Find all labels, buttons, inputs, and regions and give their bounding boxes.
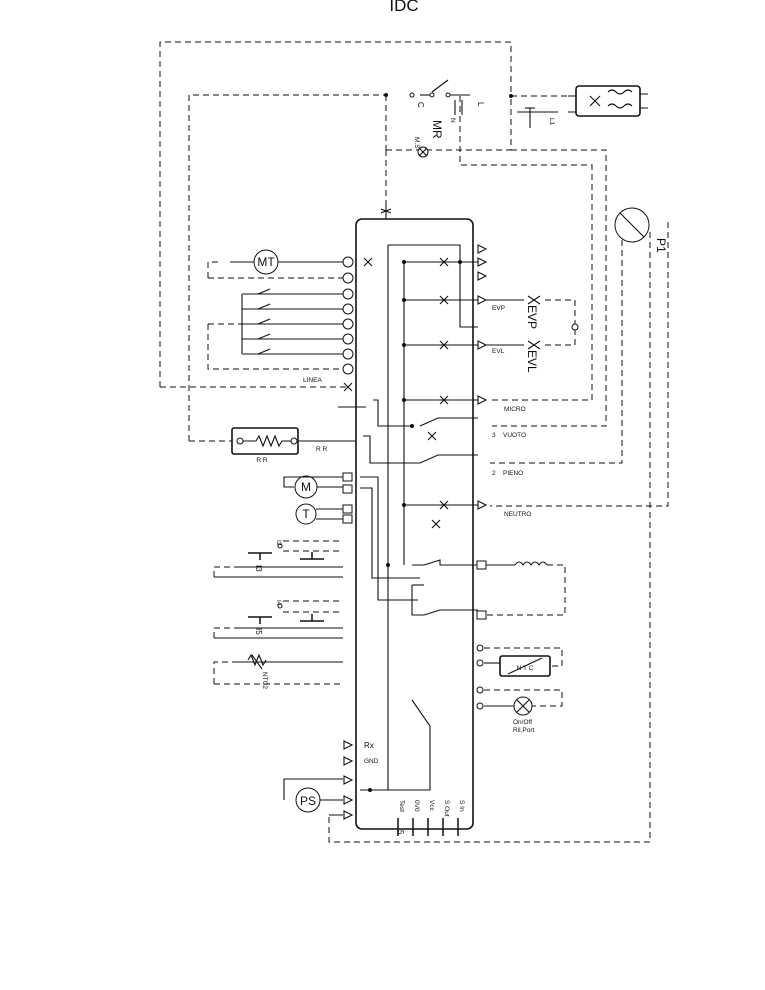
serial-pins: Rx GND [343,740,379,766]
board-internal-wiring [360,244,478,791]
i2-label: I2 [275,540,282,546]
test-pin-label: Test [398,800,405,812]
evl-pin-label: EVL [492,348,505,355]
n-label: N [449,118,456,123]
door-lock-unit [568,85,648,117]
linea-label: LINEA [303,377,322,384]
rr-resistor: R R R R [231,427,356,464]
valve-evl: EVL EVL [486,323,579,373]
rr-box-label: R R [256,457,268,464]
diagram-title: IDC [389,0,418,15]
pieno-label: PIENO [503,470,523,477]
drum-motor: M [283,472,353,499]
sin-pin-label: S In [458,800,465,812]
gnd-label: GND [364,758,379,765]
motor-label: M [301,480,311,494]
l1-label: L1 [548,118,555,126]
i5-label: I5 [254,628,263,635]
main-switch-mr: MR C L N [384,79,513,139]
ntc-sensor: N T C [484,647,563,677]
left-connector-upper [342,256,354,392]
valve-evp: EVP EVP [486,295,576,329]
outer-harness [159,41,669,843]
pieno-num: 2 [492,470,496,477]
switch-bank [207,288,343,370]
ntc-label: N T C [517,665,534,672]
lamp-label-2: Ril.Port [513,727,535,734]
p1-label: P1 [654,238,668,253]
ntc2-sensor: NTC2 [213,653,343,689]
evl-label: EVL [525,350,539,373]
c-label: C [416,102,425,108]
evp-label: EVP [525,305,539,329]
indicator-lamp: On/Off Ril.Port [484,689,563,734]
bottom-test-pins: Test 0V0 Vcc S Out S In 5 [396,800,465,836]
micro-label: MICRO [504,406,526,413]
ntc2-label: NTC2 [261,672,268,689]
rx-label: Rx [364,741,374,750]
0v0-pin-label: 0V0 [413,800,420,812]
right-terminals [476,244,488,710]
heater-coil [486,561,566,616]
vuoto-num: 3 [492,432,496,439]
vuoto-label: VUOTO [503,432,526,439]
mr-label: MR [430,120,444,139]
ms-label: M.S [413,137,420,149]
keypad-i4-i5: I4 I5 [213,600,343,639]
ps-label: PS [300,794,316,808]
mt-label: MT [257,255,275,269]
s-num-label: 5 [396,830,405,835]
l-label: L [476,102,485,107]
vcc-pin-label: Vcc [428,800,435,812]
i3-label: I3 [254,565,263,572]
board-relays [363,257,449,529]
evp-pin-label: EVP [492,305,505,312]
i4-label: I4 [275,600,282,606]
rr-wire-label: R R [316,446,328,453]
sout-pin-label: S Out [443,800,450,817]
tacho-label: T [302,507,310,521]
programmer-p1: P1 [614,207,668,253]
pressure-sensor: PS [283,775,354,820]
neutro-label: NEUTRO [504,511,531,518]
lamp-label-1: On/Off [513,719,532,726]
keypad-i2-i3: I2 I3 [213,540,343,578]
control-board [355,218,474,830]
l1-component: L1 [517,107,558,128]
ms-fuse: M.S [413,137,429,158]
tachometer: T [295,503,353,525]
mt-motor: MT [207,249,343,279]
board-junctions [368,260,462,792]
